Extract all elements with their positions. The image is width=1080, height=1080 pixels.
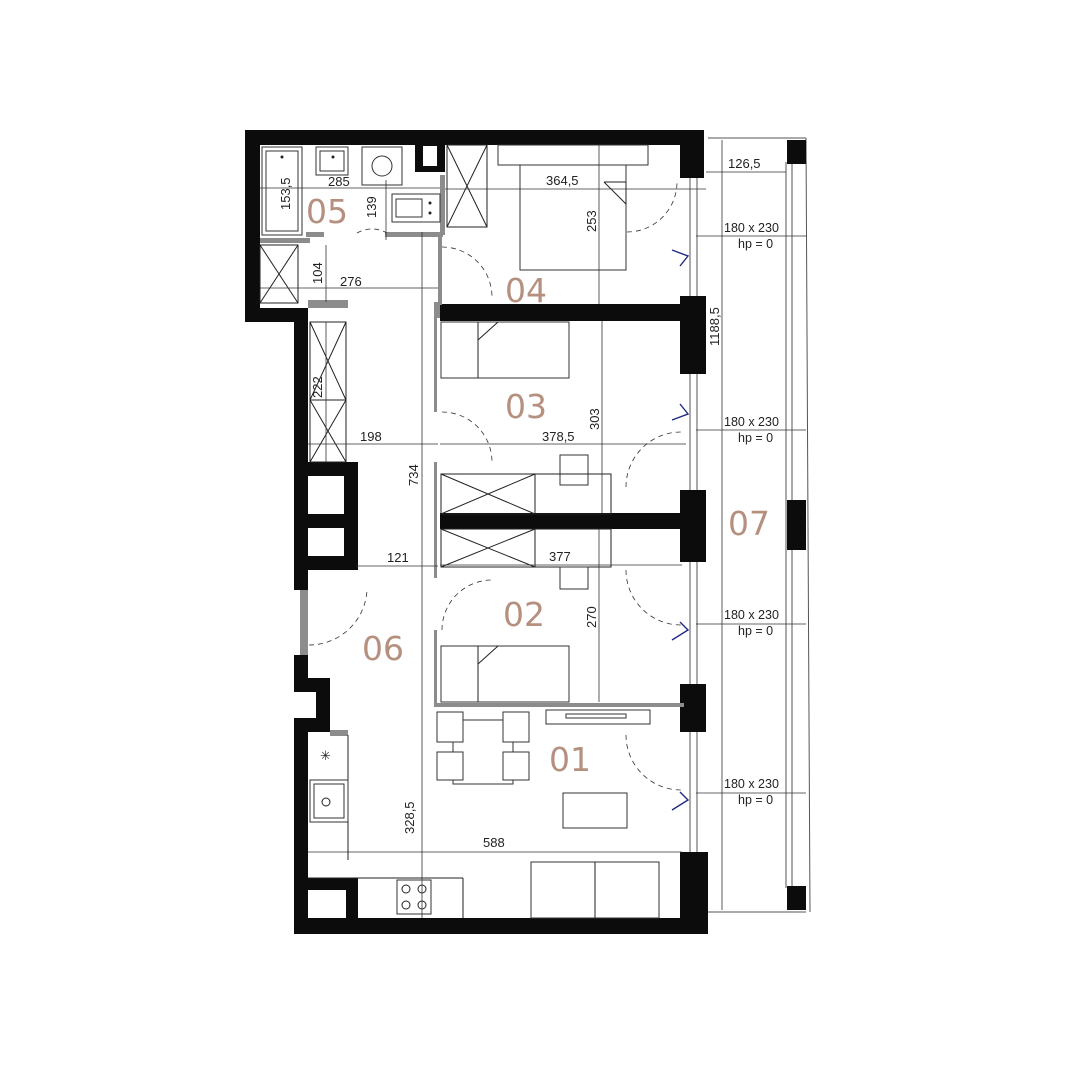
dim-222: 222 [310,376,325,398]
window-1-hp: hp = 0 [738,237,773,251]
dim-153-5: 153,5 [278,177,293,210]
window-4-hp: hp = 0 [738,793,773,807]
interior-walls [260,175,684,920]
dimension-lines [260,140,806,918]
room-label-05: 05 [306,192,348,231]
dim-588: 588 [483,835,505,850]
dim-126-5: 126,5 [728,156,761,171]
window-2-size: 180 x 230 [724,415,779,429]
living-furniture [436,709,660,919]
dim-121: 121 [387,550,409,565]
room-label-07: 07 [728,504,770,543]
dim-276: 276 [340,274,362,289]
bed-03 [440,321,589,486]
window-labels: 180 x 230 hp = 0 180 x 230 hp = 0 180 x … [724,221,779,807]
dim-253: 253 [584,210,599,232]
dim-378-5: 378,5 [542,429,575,444]
room-label-03: 03 [505,387,547,426]
window-frames [671,178,698,852]
dim-328-5: 328,5 [402,801,417,834]
dim-104: 104 [310,262,325,284]
dim-1188-5: 1188,5 [707,307,722,346]
dim-364-5: 364,5 [546,173,579,188]
room-labels: 05 04 03 07 02 06 01 [306,192,770,779]
balcony [708,137,811,913]
wardrobe-corridor [309,321,347,463]
exterior-walls [245,130,708,934]
fan-icon: ✳ [320,748,331,763]
window-2-hp: hp = 0 [738,431,773,445]
window-4-size: 180 x 230 [724,777,779,791]
room-label-02: 02 [503,595,545,634]
wardrobes-middle [440,473,612,590]
dim-139: 139 [364,196,379,218]
dim-285: 285 [328,174,350,189]
dim-377: 377 [549,549,571,564]
bed-04 [497,144,649,271]
window-3-size: 180 x 230 [724,608,779,622]
dim-734: 734 [406,464,421,486]
room-label-01: 01 [549,740,591,779]
dim-270: 270 [584,606,599,628]
window-3-hp: hp = 0 [738,624,773,638]
room-label-06: 06 [362,629,404,668]
dim-198: 198 [360,429,382,444]
bathroom-fixtures [259,144,488,304]
dimension-texts: 285 364,5 126,5 153,5 139 253 104 276 11… [278,156,761,850]
window-1-size: 180 x 230 [724,221,779,235]
door-swings [308,181,682,791]
kitchen: ✳ [308,735,464,918]
dim-303: 303 [587,408,602,430]
bed-02 [440,645,570,703]
room-label-04: 04 [505,271,547,310]
